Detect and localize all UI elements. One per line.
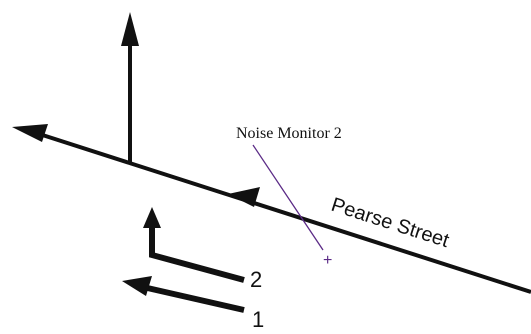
north-turn-arrowhead-icon	[121, 12, 139, 46]
route-1-label: 1	[252, 307, 264, 329]
route-1-arrowhead-icon	[122, 276, 152, 296]
route-2-label: 2	[250, 267, 262, 292]
street-mid-arrowhead-icon	[228, 187, 260, 207]
noise-monitor-leader-line	[252, 144, 324, 251]
noise-monitor-label: Noise Monitor 2	[236, 125, 342, 142]
route-2-arrow-path	[149, 224, 245, 283]
route-1-arrow-shaft	[142, 284, 245, 313]
street-west-arrowhead-icon	[12, 124, 48, 142]
route-2-arrowhead-icon	[143, 207, 161, 228]
pearse-street-road-line	[29, 129, 531, 294]
noise-monitor-marker-icon: +	[323, 252, 332, 269]
